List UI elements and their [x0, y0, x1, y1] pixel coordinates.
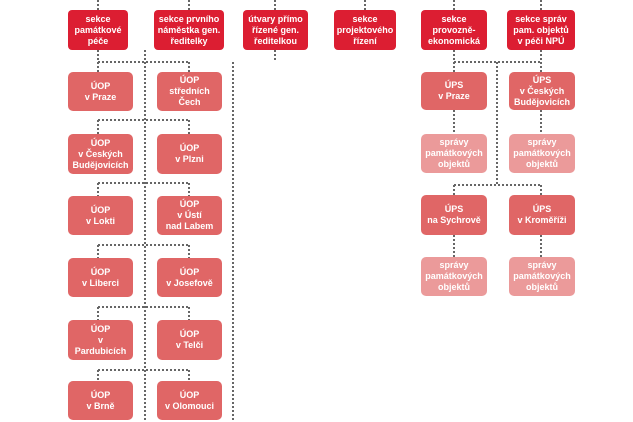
uop-stredni-cechy[interactable]: ÚOP středních Čech	[157, 72, 222, 111]
uop-praha[interactable]: ÚOP v Praze	[68, 72, 133, 111]
uop-olomouc[interactable]: ÚOP v Olomouci	[157, 381, 222, 420]
uop-pardubice[interactable]: ÚOP v Pardubicích	[68, 320, 133, 360]
section-operations-economics[interactable]: sekce provozně- ekonomická	[421, 10, 487, 50]
uop-usti-nad-labem[interactable]: ÚOP v Ústí nad Labem	[157, 196, 222, 235]
uop-loket[interactable]: ÚOP v Lokti	[68, 196, 133, 235]
uop-ceske-budejovice[interactable]: ÚOP v Českých Budějovicích	[68, 134, 133, 174]
section-first-deputy[interactable]: sekce prvního náměstka gen. ředitelky	[154, 10, 224, 50]
uop-brno[interactable]: ÚOP v Brně	[68, 381, 133, 420]
uop-plzen[interactable]: ÚOP v Plzni	[157, 134, 222, 174]
ups-sychrov[interactable]: ÚPS na Sychrově	[421, 195, 487, 235]
uop-josefov[interactable]: ÚOP v Josefově	[157, 258, 222, 297]
monument-admin-sychrov[interactable]: správy památkových objektů	[421, 257, 487, 296]
section-directly-managed[interactable]: útvary přímo řízené gen. ředitelkou	[243, 10, 308, 50]
monument-admin-praha[interactable]: správy památkových objektů	[421, 134, 487, 173]
monument-admin-kromeriz[interactable]: správy památkových objektů	[509, 257, 575, 296]
ups-praha[interactable]: ÚPS v Praze	[421, 72, 487, 110]
section-monument-care[interactable]: sekce památkové péče	[68, 10, 128, 50]
section-project-management[interactable]: sekce projektového řízení	[334, 10, 396, 50]
uop-liberec[interactable]: ÚOP v Liberci	[68, 258, 133, 297]
section-monument-administration[interactable]: sekce správ pam. objektů v péči NPÚ	[507, 10, 575, 50]
monument-admin-ceske-budejovice[interactable]: správy památkových objektů	[509, 134, 575, 173]
ups-ceske-budejovice[interactable]: ÚPS v Českých Budějovicích	[509, 72, 575, 110]
ups-kromeriz[interactable]: ÚPS v Kroměříži	[509, 195, 575, 235]
uop-telc[interactable]: ÚOP v Telči	[157, 320, 222, 360]
